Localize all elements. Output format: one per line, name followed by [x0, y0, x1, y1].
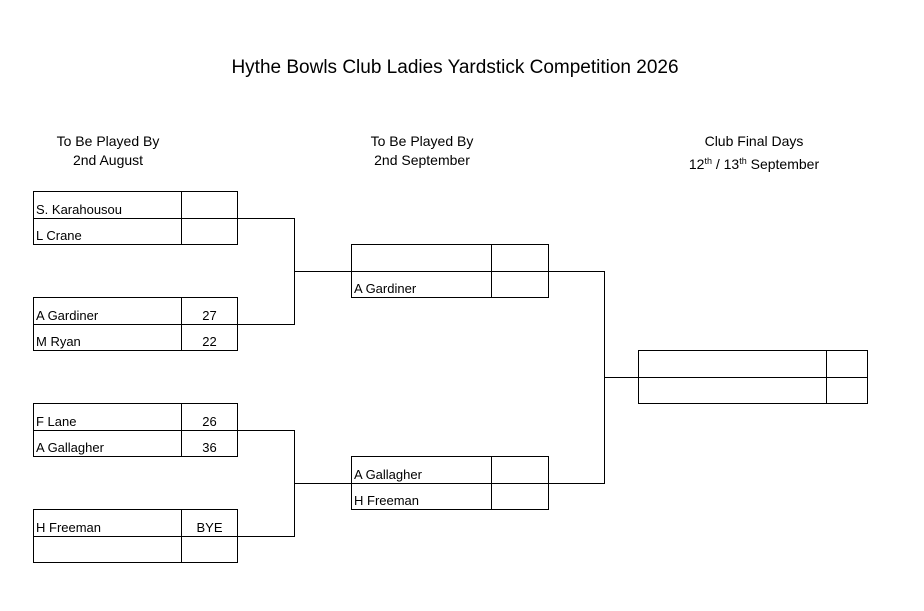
- player-name: A Gallagher: [36, 440, 104, 455]
- score-value: 27: [202, 308, 217, 323]
- player-row: S. Karahousou: [34, 192, 237, 218]
- score-cell: BYE: [181, 510, 237, 536]
- score-value: BYE: [196, 520, 223, 535]
- round2-heading-line2: 2nd September: [374, 152, 470, 168]
- bracket-connector: [548, 483, 605, 484]
- score-cell: [181, 192, 237, 218]
- player-row: A Gardiner 27: [34, 298, 237, 324]
- bracket-connector: [294, 483, 352, 484]
- score-cell: [491, 245, 548, 271]
- score-cell: [181, 537, 237, 562]
- final-date2-suffix: th: [739, 156, 747, 166]
- player-row: H Freeman: [352, 483, 548, 509]
- player-name: F Lane: [36, 414, 77, 429]
- bracket-connector: [237, 430, 295, 431]
- score-value: 36: [202, 440, 217, 455]
- player-name: A Gallagher: [354, 467, 422, 482]
- round1-heading-line2: 2nd August: [72, 152, 144, 168]
- player-row: [639, 351, 867, 377]
- bracket-connector: [237, 536, 295, 537]
- final-match: [638, 350, 868, 404]
- player-row: M Ryan 22: [34, 324, 237, 350]
- round1-match-1: S. Karahousou L Crane: [33, 191, 238, 245]
- round2-match-2: A Gallagher H Freeman: [351, 456, 549, 510]
- bracket-connector: [294, 271, 352, 272]
- bracket-connector: [237, 218, 295, 219]
- final-heading-line1: Club Final Days: [704, 133, 804, 149]
- bracket-connector: [604, 377, 639, 378]
- round2-match-1: A Gardiner: [351, 244, 549, 298]
- score-cell: 22: [181, 325, 237, 350]
- final-dates: 12th / 13th September: [654, 155, 854, 174]
- bracket-connector: [548, 271, 605, 272]
- score-cell: [491, 272, 548, 297]
- player-name: S. Karahousou: [36, 202, 123, 217]
- round1-match-3: F Lane 26 A Gallagher 36: [33, 403, 238, 457]
- player-row: F Lane 26: [34, 404, 237, 430]
- round2-heading: To Be Played By 2nd September: [332, 132, 512, 170]
- score-value: 22: [202, 334, 217, 349]
- score-cell: [491, 484, 548, 509]
- round1-heading-line1: To Be Played By: [56, 133, 160, 149]
- player-row: H Freeman BYE: [34, 510, 237, 536]
- round1-heading: To Be Played By 2nd August: [18, 132, 198, 170]
- player-row: [639, 377, 867, 403]
- player-row: L Crane: [34, 218, 237, 244]
- final-date1-suffix: th: [704, 156, 712, 166]
- bracket-connector: [237, 324, 295, 325]
- page-title: Hythe Bowls Club Ladies Yardstick Compet…: [231, 57, 679, 78]
- score-value: 26: [202, 414, 217, 429]
- score-cell: [181, 219, 237, 244]
- final-heading: Club Final Days 12th / 13th September: [654, 132, 854, 174]
- player-name: L Crane: [36, 228, 82, 243]
- player-name: M Ryan: [36, 334, 81, 349]
- player-row: A Gallagher 36: [34, 430, 237, 456]
- player-row: A Gardiner: [352, 271, 548, 297]
- final-date-separator: /: [711, 156, 724, 172]
- round1-match-4: H Freeman BYE: [33, 509, 238, 563]
- player-row: [34, 536, 237, 562]
- final-month: September: [746, 156, 820, 172]
- player-name: A Gardiner: [354, 281, 417, 296]
- score-cell: 26: [181, 404, 237, 430]
- score-cell: [826, 378, 867, 403]
- player-row: [352, 245, 548, 271]
- score-cell: 27: [181, 298, 237, 324]
- score-cell: 36: [181, 431, 237, 456]
- round1-match-2: A Gardiner 27 M Ryan 22: [33, 297, 238, 351]
- player-name: H Freeman: [354, 493, 420, 508]
- player-row: A Gallagher: [352, 457, 548, 483]
- round2-heading-line1: To Be Played By: [370, 133, 474, 149]
- player-name: H Freeman: [36, 520, 102, 535]
- final-date1: 12: [688, 156, 705, 172]
- score-cell: [826, 351, 867, 377]
- player-name: A Gardiner: [36, 308, 99, 323]
- final-date2: 13: [723, 156, 740, 172]
- score-cell: [491, 457, 548, 483]
